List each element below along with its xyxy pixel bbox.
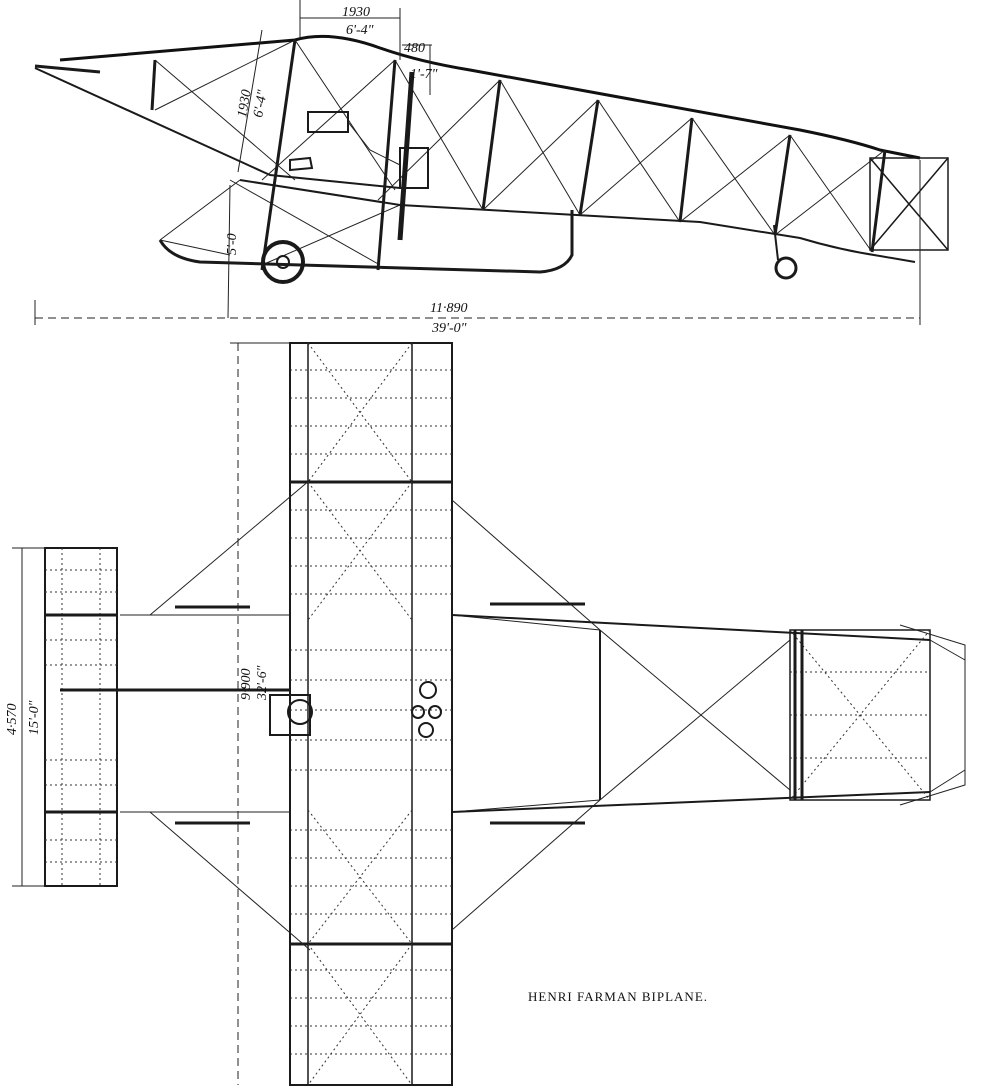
plan-rudders [793, 630, 804, 800]
side-tail-wheel [774, 256, 798, 280]
side-dim-ground: 5'-0 [225, 233, 240, 255]
plan-view: 9·900 32'-6" 4·570 15'-0" [5, 342, 966, 1086]
plan-tail-tip [899, 624, 966, 806]
side-dim-gap-mm: 1930 [342, 5, 370, 20]
plan-nacelle [120, 614, 601, 813]
plan-span-ft: 32'-6" [255, 665, 270, 701]
side-lower-wing [239, 179, 916, 263]
side-boom-upper [34, 67, 401, 189]
side-dimension-lines [34, 0, 921, 325]
plan-elevator-span-ft: 15'-0" [27, 700, 42, 735]
side-dim-top-b: 1'-7" [410, 67, 438, 82]
side-dim-gap-ft: 6'-4" [346, 23, 374, 38]
side-cross-bracing [154, 39, 886, 266]
plan-wing-bracing [307, 342, 413, 1086]
side-upper-wing [59, 34, 921, 160]
plan-wing-ribs [290, 369, 452, 1055]
side-wheel [261, 240, 305, 284]
side-propeller [397, 71, 415, 241]
plan-dimension-lines [12, 342, 290, 1085]
side-fuel-tank [307, 111, 349, 133]
plan-main-wing [289, 342, 453, 1086]
side-skid-body [159, 179, 241, 256]
plan-ailerons [175, 602, 585, 825]
plan-strut-stations [290, 480, 452, 946]
plan-engine-seat [269, 681, 442, 738]
side-dim-top-a: 480 [404, 41, 425, 56]
side-dim-height-ft: 6'-4" [251, 89, 271, 119]
drawing-caption: HENRI FARMAN BIPLANE. [528, 989, 708, 1004]
side-front-elevator [34, 64, 101, 74]
plan-front-elevator [44, 547, 118, 887]
side-tail-box [869, 157, 949, 251]
plan-elevator-span-mm: 4·570 [5, 704, 20, 736]
side-struts [150, 39, 887, 271]
side-overall-length-mm: 11·890 [430, 301, 467, 316]
side-dim-height-mm: 1930 [235, 89, 255, 119]
side-elevation-view: 1930 6'-4" 480 1'-7" 1930 6'-4" 5'-0 11·… [34, 0, 949, 336]
side-overall-length-ft: 39'-0" [431, 321, 467, 336]
plan-tail-bracing [789, 629, 931, 801]
plan-tail-booms [451, 614, 931, 813]
side-engine [399, 147, 429, 189]
plan-span-mm: 9·900 [239, 669, 254, 701]
side-landing-skid [158, 210, 574, 274]
plan-boom-bracing [149, 479, 791, 951]
plan-elevator-ribs [45, 548, 117, 886]
side-wheel-hub [276, 255, 290, 269]
